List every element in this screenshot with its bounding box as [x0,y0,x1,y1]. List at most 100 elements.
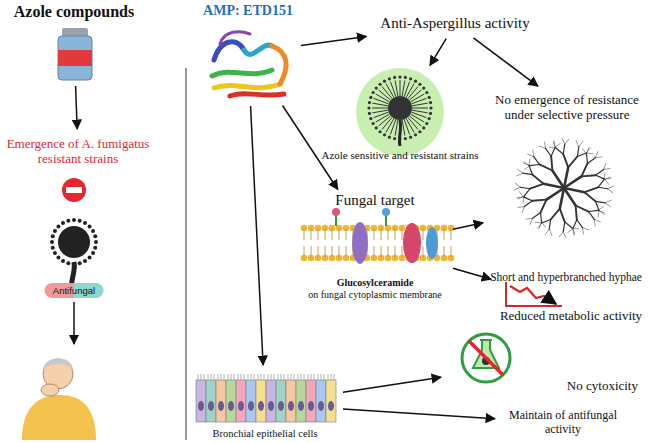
bronchial-epithelium-part [328,401,334,411]
protein-structure-part [244,45,272,54]
hyperbranched-hyphae-part [583,228,589,230]
aspergillus-conidiophore-part [412,103,428,106]
hyperbranched-hyphae-part [538,223,542,228]
hyperbranched-hyphae-part [582,228,584,235]
hyperbranched-hyphae-part [605,178,612,180]
node-text: Glucosylceramide [337,277,414,289]
arrow-connector [453,223,483,229]
hyperbranched-hyphae-part [517,196,524,198]
aspergillus-conidiophore-part [388,136,391,139]
hyperbranched-hyphae-part [588,158,596,164]
bronchial-epithelium-part [268,374,269,380]
bronchial-epithelium-part [201,374,202,380]
hyperbranched-hyphae-part [563,222,564,232]
hyperbranched-hyphae-part [523,196,525,203]
fungal-membrane-part [381,228,382,240]
hyperbranched-hyphae-part [523,173,533,174]
bronchial-epithelium-part [268,401,274,411]
aspergillus-conidiophore-part [428,117,431,120]
fungal-membrane-part [444,246,445,258]
hyperbranched-hyphae-part [525,166,530,170]
bronchial-epithelium-part [294,374,295,380]
bronchial-epithelium-part [298,374,299,380]
resistant-fungus-part [91,229,95,233]
drug-bottle [58,28,92,80]
fungal-membrane-part [318,246,319,258]
node-text: Emergence of A. fumigatus resistant stra… [3,137,153,167]
fungal-membrane-part [304,228,305,240]
hyperbranched-hyphae-part [565,222,573,228]
sick-person [22,358,96,440]
fungal-membrane-part [352,222,368,264]
bronchial-epithelium-part [324,374,325,380]
node-text: Azole sensitive and resistant strains [321,149,478,162]
resistant-fungus-part [91,251,95,255]
resistant-fungus-part [56,224,60,228]
hyperbranched-hyphae-part [535,222,542,224]
bronchial-epithelium-part [256,380,266,422]
resistant-fungus-part [78,261,82,265]
aspergillus-conidiophore-part [367,106,370,109]
protein-structure-part [220,32,250,44]
hyperbranched-hyphae-part [529,166,533,175]
bronchial-epithelium-part [331,374,332,380]
aspergillus-conidiophore-part [410,94,424,102]
bronchial-epithelium-part [318,401,324,411]
fungal-membrane-part [339,246,340,258]
diagram-node: Azole sensitive and resistant strains [315,68,485,162]
node-text: on fungal cytoplasmic membrane [308,289,442,301]
bronchial-epithelium-part [228,374,229,380]
protein-structure [212,32,286,96]
aspergillus-conidiophore-part [409,136,412,139]
bronchial-epithelium-part [248,374,249,380]
aspergillus-conidiophore-part [411,112,426,117]
hyperbranched-hyphae-part [554,141,556,148]
hyperbranched-hyphae-part [542,220,551,224]
aspergillus-conidiophore-part [429,112,432,115]
aspergillus-conidiophore-part [369,117,372,120]
aspergillus-conidiophore-part [411,98,426,103]
aspergillus-conidiophore-part [425,91,428,94]
hyperbranched-hyphae-part [582,175,596,176]
fungal-membrane-part [423,246,424,258]
arrow-connector [283,106,338,190]
aspergillus-conidiophore-part [368,112,371,115]
resistant-fungus-part [93,234,97,238]
hyperbranched-hyphae-part [539,222,541,228]
bronchial-epithelium-part [264,374,265,380]
hyperbranched-hyphae-part [586,148,590,153]
bronchial-epithelium-part [296,380,306,422]
diagram-node: Short and hyperbranched hyphae [486,126,646,284]
node-text: No emergence of resistance under selecti… [488,93,646,123]
resistant-fungus-part [72,262,76,266]
protein-structure-part [272,46,286,84]
antifungal-pill [45,283,104,298]
resistant-fungus-part [53,251,57,255]
hyperbranched-hyphae-part [532,150,534,157]
fungal-membrane-part [339,228,340,240]
bronchial-epithelium-part [328,374,329,380]
sick-person-part [22,395,96,440]
aspergillus-conidiophore-part [422,126,425,129]
bronchial-epithelium-part [274,374,275,380]
hyperbranched-hyphae-part [586,148,588,154]
hyperbranched-hyphae-part [519,192,523,197]
resistant-fungus [50,218,98,288]
protein-structure-part [230,94,284,96]
hyperbranched-hyphae-part [563,144,564,154]
hyperbranched-hyphae-part [551,209,560,220]
hyperbranched-hyphae-part [517,173,523,176]
hyperbranched-hyphae-part [545,148,551,156]
hyperbranched-hyphae-part [524,163,530,165]
no-toxicity-icon-part [473,340,499,368]
bronchial-epithelium-part [241,374,242,380]
hyperbranched-hyphae-part [605,200,611,203]
hyperbranched-hyphae-part [520,187,530,188]
hyperbranched-hyphae-part [515,183,520,187]
hyperbranched-hyphae-part [577,220,583,228]
fungal-membrane-part [318,228,319,240]
hyperbranched-hyphae-part [594,219,600,221]
hyperbranched-hyphae-part [576,206,589,212]
arrow-connector [301,36,366,45]
